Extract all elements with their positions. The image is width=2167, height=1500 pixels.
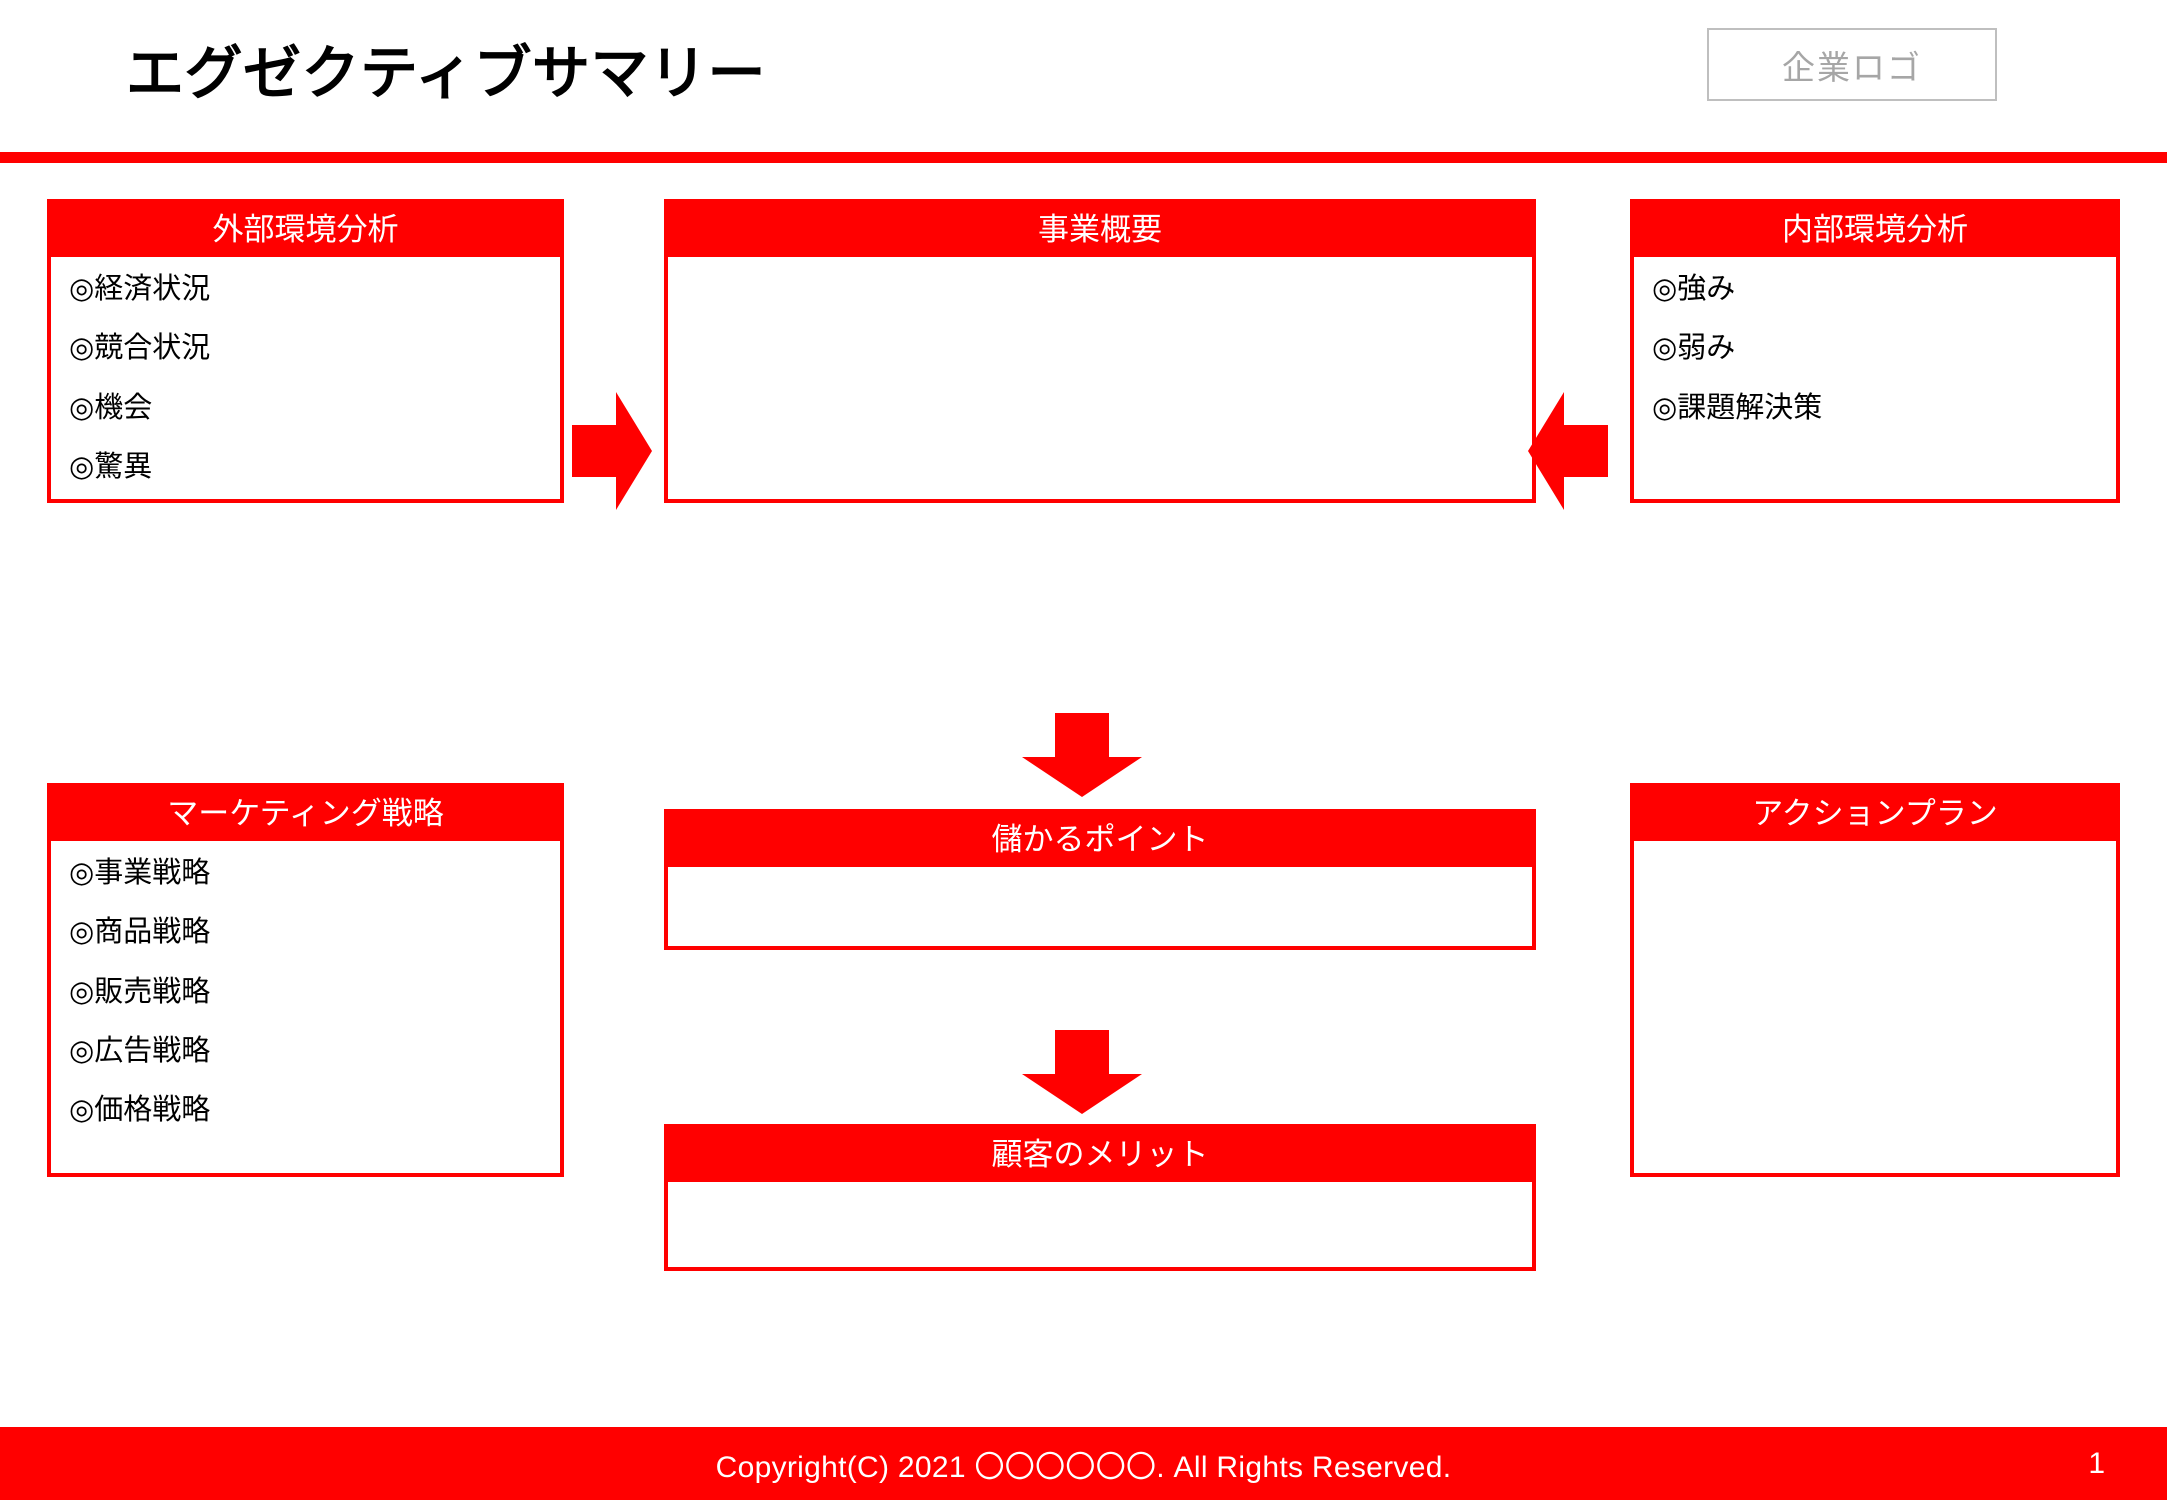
page-title: エグゼクティブサマリー (126, 41, 767, 106)
list-item: ◎価格戦略 (69, 1094, 211, 1126)
panel-marketing-strategy: マーケティング戦略 ◎事業戦略 ◎商品戦略 ◎販売戦略 ◎広告戦略 ◎価格戦略 (47, 783, 564, 1177)
panel-business-overview-heading: 事業概要 (668, 203, 1532, 257)
arrow-down-icon (1022, 713, 1142, 797)
list-item: ◎競合状況 (69, 332, 211, 365)
panel-customer-benefit: 顧客のメリット (664, 1124, 1536, 1271)
arrow-down-icon (1022, 1030, 1142, 1114)
list-item: ◎機会 (69, 391, 153, 424)
panel-business-overview-body[interactable] (668, 257, 1532, 271)
list-item: ◎弱み (1652, 332, 1736, 365)
arrow-left-icon (1528, 392, 1608, 510)
external-analysis-list: ◎経済状況 ◎競合状況 ◎機会 ◎驚異 (69, 271, 560, 485)
footer-bar (0, 1427, 2167, 1500)
marketing-strategy-list: ◎事業戦略 ◎商品戦略 ◎販売戦略 ◎広告戦略 ◎価格戦略 (69, 855, 560, 1128)
panel-internal-analysis: 内部環境分析 ◎強み ◎弱み ◎課題解決策 (1630, 199, 2120, 503)
company-logo-placeholder: 企業ロゴ (1707, 28, 1997, 101)
list-item: ◎経済状況 (69, 273, 211, 305)
footer-page-number: 1 (2088, 1446, 2105, 1480)
list-item: ◎広告戦略 (69, 1034, 211, 1067)
panel-business-overview: 事業概要 (664, 199, 1536, 503)
panel-marketing-strategy-heading: マーケティング戦略 (51, 787, 560, 841)
panel-action-plan: アクションプラン (1630, 783, 2120, 1177)
panel-external-analysis-heading: 外部環境分析 (51, 203, 560, 257)
panel-internal-analysis-body: ◎強み ◎弱み ◎課題解決策 (1634, 257, 2116, 426)
footer-copyright-text: Copyright(C) 2021 〇〇〇〇〇〇. All Rights Res… (715, 1450, 1452, 1484)
list-item: ◎事業戦略 (69, 857, 211, 889)
panel-marketing-strategy-body: ◎事業戦略 ◎商品戦略 ◎販売戦略 ◎広告戦略 ◎価格戦略 (51, 841, 560, 1129)
internal-analysis-list: ◎強み ◎弱み ◎課題解決策 (1652, 271, 2116, 426)
list-item: ◎販売戦略 (69, 975, 211, 1008)
panel-customer-benefit-heading: 顧客のメリット (668, 1128, 1532, 1182)
list-item: ◎強み (1652, 273, 1736, 305)
arrow-right-icon (572, 392, 652, 510)
panel-internal-analysis-heading: 内部環境分析 (1634, 203, 2116, 257)
panel-action-plan-heading: アクションプラン (1634, 787, 2116, 841)
panel-profit-points-heading: 儲かるポイント (668, 813, 1532, 867)
list-item: ◎課題解決策 (1652, 391, 1823, 424)
panel-action-plan-body[interactable] (1634, 841, 2116, 855)
panel-profit-points: 儲かるポイント (664, 809, 1536, 950)
panel-profit-points-body[interactable] (668, 867, 1532, 881)
company-logo-label: 企業ロゴ (1782, 48, 1922, 86)
list-item: ◎商品戦略 (69, 916, 211, 949)
panel-customer-benefit-body[interactable] (668, 1182, 1532, 1196)
header-divider-rule (0, 152, 2167, 163)
panel-external-analysis: 外部環境分析 ◎経済状況 ◎競合状況 ◎機会 ◎驚異 (47, 199, 564, 503)
panel-external-analysis-body: ◎経済状況 ◎競合状況 ◎機会 ◎驚異 (51, 257, 560, 485)
list-item: ◎驚異 (69, 450, 153, 483)
